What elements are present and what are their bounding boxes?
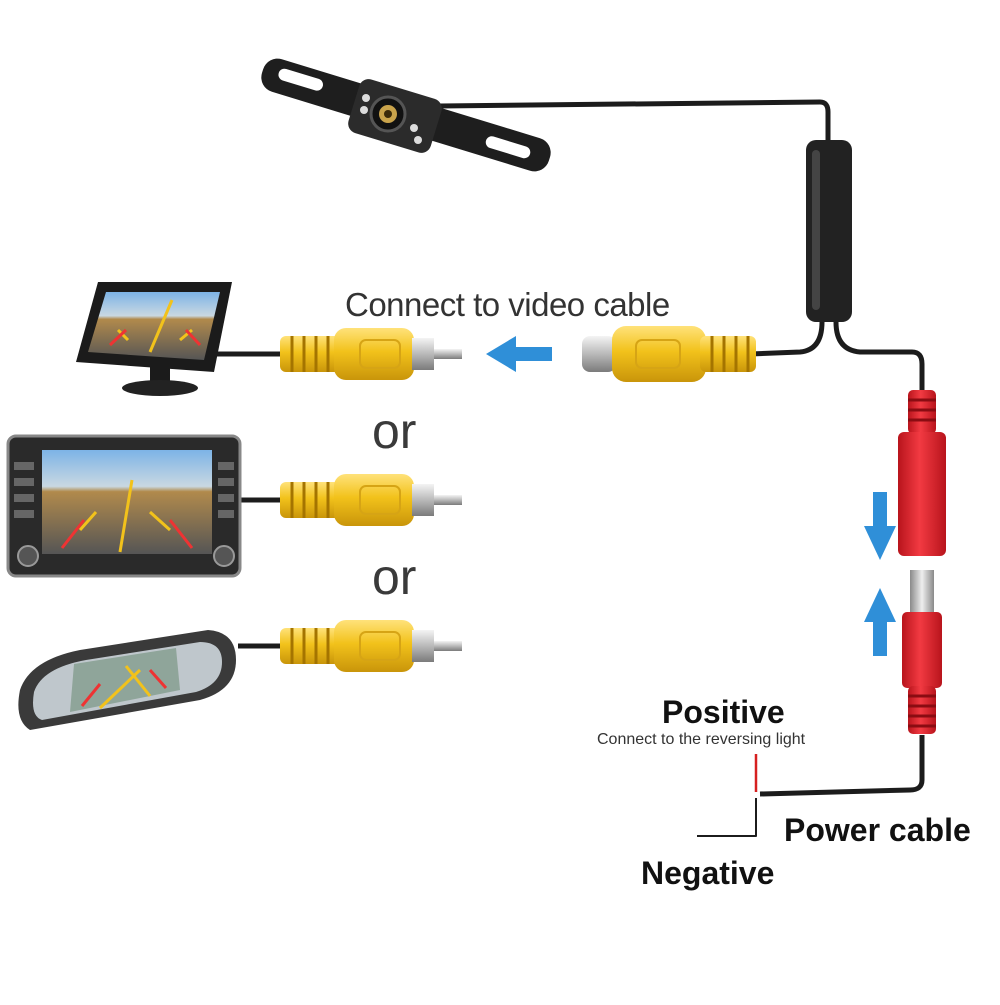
dc-male-plug-icon bbox=[902, 570, 942, 734]
rca-male-plug-icon bbox=[280, 328, 462, 672]
negative-wire bbox=[697, 798, 757, 837]
rearview-mirror-monitor-icon bbox=[18, 630, 237, 730]
cable-power-branch bbox=[833, 321, 925, 392]
or-label-2: or bbox=[372, 549, 417, 605]
dash-monitor-icon bbox=[76, 282, 232, 396]
negative-label: Negative bbox=[641, 855, 775, 891]
positive-note: Connect to the reversing light bbox=[597, 731, 806, 748]
power-cable-label: Power cable bbox=[784, 812, 971, 848]
arrow-left-icon bbox=[486, 336, 552, 372]
cable-power-lead bbox=[697, 735, 925, 837]
license-plate-camera-icon bbox=[261, 58, 551, 172]
arrow-up-icon bbox=[864, 588, 896, 656]
connect-video-label: Connect to video cable bbox=[345, 286, 670, 323]
cable-camera-to-splitter bbox=[437, 99, 831, 143]
cable-video-branch bbox=[749, 321, 825, 357]
dc-female-plug-icon bbox=[898, 390, 946, 556]
or-label-1: or bbox=[372, 403, 417, 459]
positive-label: Positive bbox=[662, 694, 785, 730]
arrow-down-icon bbox=[864, 492, 896, 560]
splitter-box bbox=[806, 140, 852, 322]
display-cables bbox=[210, 351, 285, 649]
car-dvd-head-unit-icon bbox=[6, 434, 242, 578]
rca-female-plug-icon bbox=[582, 326, 756, 382]
